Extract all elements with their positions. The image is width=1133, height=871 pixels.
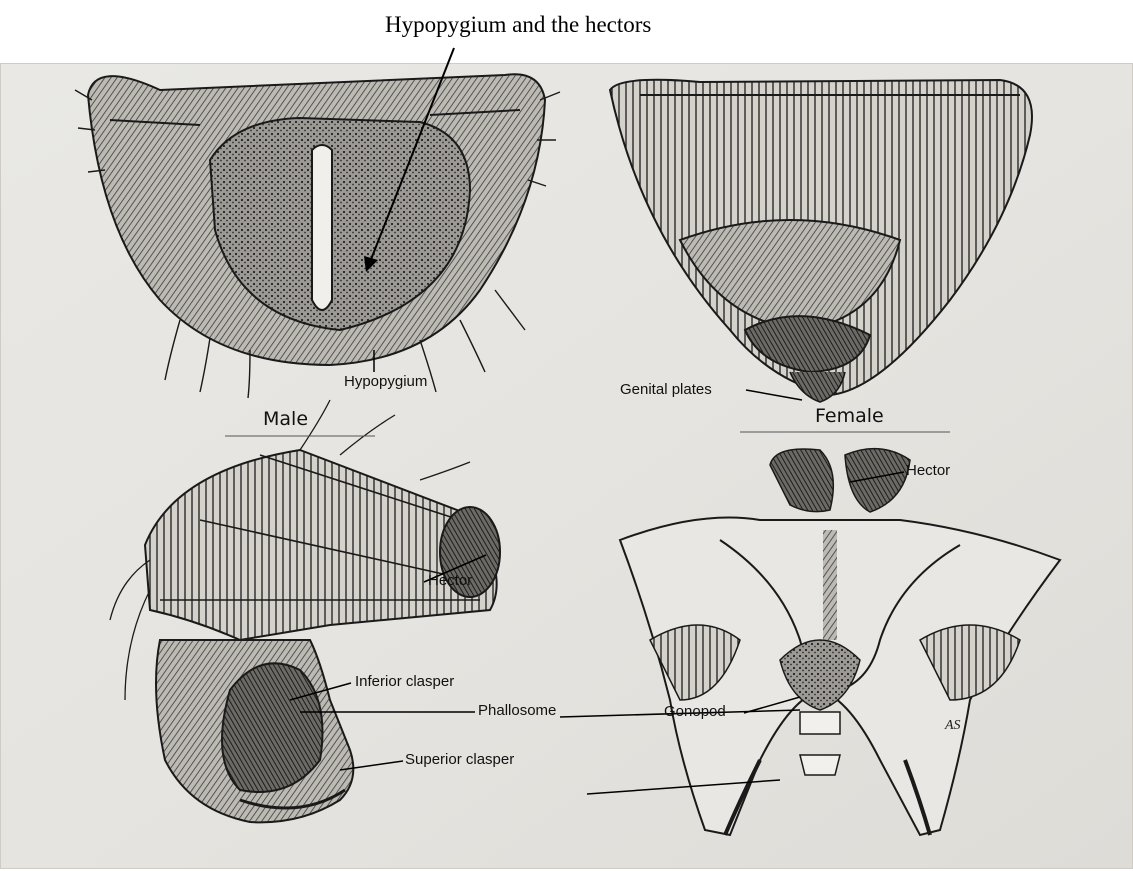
male-abdomen-drawing: [75, 74, 560, 398]
label-phallosome: Phallosome: [478, 702, 556, 719]
label-superior-clasper: Superior clasper: [405, 751, 514, 768]
female-abdomen-drawing: [610, 80, 1032, 402]
label-male: Male: [263, 408, 308, 430]
label-inferior-clasper: Inferior clasper: [355, 673, 454, 690]
label-hypopygium: Hypopygium: [344, 373, 427, 390]
label-female: Female: [815, 405, 884, 427]
figure-caption: Hypopygium and the hectors: [385, 12, 651, 38]
label-hector-female: Hector: [906, 462, 950, 479]
artist-mark: AS: [945, 718, 961, 734]
label-gonopod: Gonopod: [664, 703, 726, 720]
label-hector-male: Hector: [428, 572, 472, 589]
female-genitalia-drawing: [620, 449, 1060, 835]
label-genital-plates: Genital plates: [620, 381, 712, 398]
